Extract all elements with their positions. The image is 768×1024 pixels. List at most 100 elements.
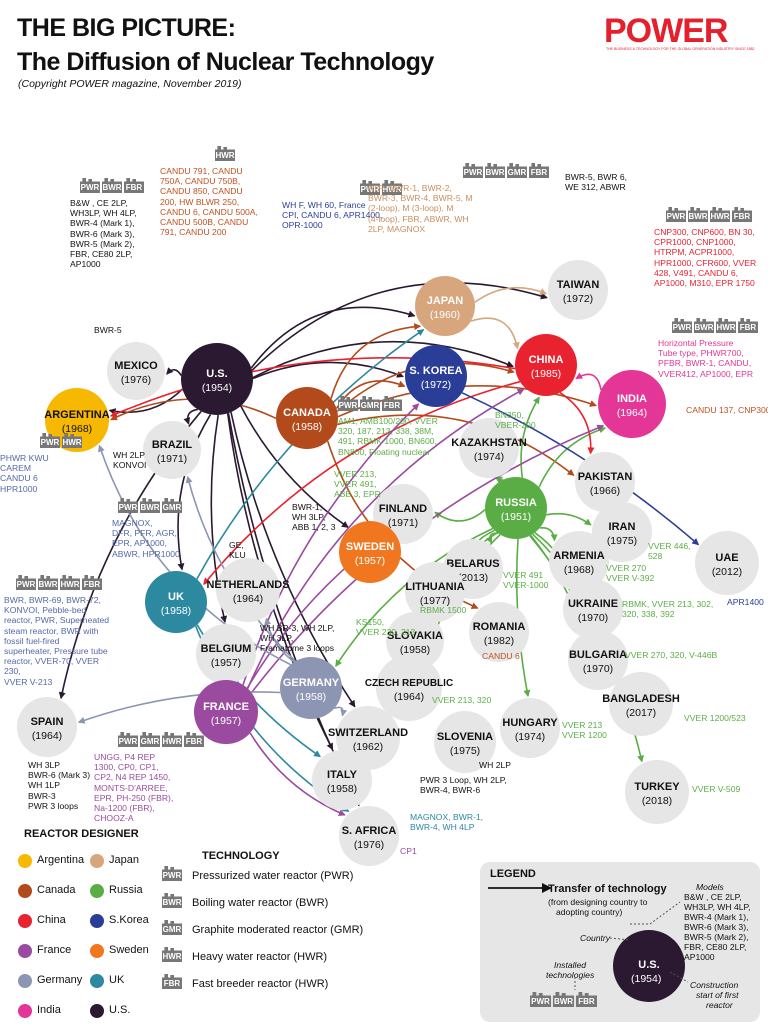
copyright-note: (Copyright POWER magazine, November 2019…: [18, 78, 242, 90]
reactor-box-bwr: BWR: [38, 575, 58, 590]
transfer-arrow-france-to-safrica: [249, 732, 346, 816]
technology-label-fbr: Fast breeder reactor (HWR): [192, 978, 329, 990]
transfer-arrow-russia-to-india: [538, 426, 607, 488]
transfer-arrow-us-to-skorea: [252, 361, 404, 380]
country-name-romania: ROMANIA: [473, 621, 526, 633]
country-node-brazil: BRAZIL(1971): [143, 421, 201, 479]
legend-model-line: BWR-6 (Mark 3),: [684, 922, 749, 932]
reactor-code: HWR: [60, 580, 80, 589]
reactor-icon: [666, 207, 686, 222]
designer-swatch-us: [90, 1004, 104, 1018]
country-year-taiwan: (1972): [563, 293, 593, 305]
tech-line: BWR-3: [28, 790, 56, 801]
reactor-icon: [732, 207, 752, 222]
country-name-czech: CZECH REPUBLIC: [365, 678, 453, 689]
reactor-icon: [184, 732, 204, 747]
reactor-code: HWR: [62, 438, 82, 447]
tech-line: 320, 338, 392: [622, 609, 675, 620]
country-name-safrica: S. AFRICA: [342, 825, 397, 837]
tech-line: RBMK 1500: [420, 605, 467, 615]
country-year-spain: (1964): [32, 730, 62, 742]
tech-line: BWR-4, BWR-6: [420, 785, 481, 796]
reactor-icon: [162, 920, 182, 935]
country-year-china: (1985): [531, 368, 561, 380]
tech-line: VVER 213, 320: [432, 695, 492, 705]
designer-label: Russia: [109, 884, 143, 896]
tech-line: 791, CANDU 200: [160, 227, 227, 238]
designer-label: UK: [109, 974, 125, 986]
tech-line: 750A, CANDU 750B,: [160, 176, 241, 187]
tech-line: CP2, N4 REP 1450,: [94, 772, 171, 783]
transfer-arrow-us-to-sweden: [240, 405, 349, 528]
tech-line: CANDU 850, CANDU: [160, 186, 243, 197]
tech-line: BN350,: [495, 410, 524, 420]
transfer-arrow-germany-to-switzerland: [334, 706, 348, 717]
reactor-icon: [140, 498, 160, 513]
legend-reactor-pwr: PWR: [530, 992, 551, 1007]
transfer-arrow-russia-to-iran: [546, 512, 592, 526]
reactor-icon: [382, 180, 402, 195]
reactor-code: BWR: [553, 997, 574, 1006]
country-name-kazakhstan: KAZAKHSTAN: [451, 437, 527, 449]
country-node-japan: JAPAN(1960): [415, 276, 475, 336]
reactor-code: PWR: [338, 401, 358, 410]
designer-swatch-skorea: [90, 914, 104, 928]
transfer-arrow-germany-to-netherlands: [264, 617, 295, 663]
reactor-code: FBR: [739, 323, 757, 332]
country-name-japan: JAPAN: [427, 295, 464, 307]
country-name-india: INDIA: [617, 393, 647, 405]
country-node-argentina: ARGENTINA(1968): [44, 388, 110, 452]
transfer-arrow-russia-to-armenia: [539, 527, 558, 542]
designer-label: Japan: [109, 854, 139, 866]
reactor-icon: [162, 498, 182, 513]
country-name-uae: UAE: [715, 552, 738, 564]
tech-line: BWR, BWR-69, BWR-72,: [4, 595, 101, 605]
designer-label: India: [37, 1004, 61, 1016]
reactor-code: PWR: [118, 737, 138, 746]
reactor-icon: [529, 163, 549, 178]
country-node-lithuania: LITHUANIA(1977): [405, 562, 465, 622]
reactor-code: BWR: [102, 183, 122, 192]
reactor-code: FBR: [163, 979, 181, 988]
tech-line: VVER 270, 320, V-446B: [625, 650, 718, 660]
transfer-arrow-japan-to-china: [470, 317, 520, 350]
country-node-netherlands: NETHERLANDS(1964): [206, 558, 290, 622]
tech-line: VVER 213: [562, 720, 603, 730]
designer-label: Canada: [37, 884, 76, 896]
tech-line: CANDU 791, CANDU: [160, 166, 243, 176]
reactor-code: GMR: [162, 925, 182, 934]
tech-line: BWR-6 (Mark 3): [28, 770, 91, 781]
tech-line: CHOOZ-A: [94, 813, 134, 824]
reactor-icon: [507, 163, 527, 178]
country-node-bulgaria: BULGARIA(1970): [568, 630, 628, 690]
country-node-belgium: BELGIUM(1957): [196, 624, 256, 684]
tech-line: (2-loop), M (3-loop), M: [368, 203, 454, 214]
reactor-code: PWR: [162, 871, 182, 880]
transfer-arrow-japan-to-taiwan: [474, 287, 548, 304]
reactor-code: BWR: [140, 503, 160, 512]
country-year-slovakia: (1958): [400, 644, 430, 656]
country-year-brazil: (1971): [157, 453, 187, 465]
tech-line: CPI, CANDU 6, APR1400,: [282, 210, 383, 221]
reactor-icon: [162, 947, 182, 962]
reactor-icon: [672, 318, 692, 333]
country-year-kazakhstan: (1974): [474, 451, 504, 463]
tech-line: BWR-3, BWR-4, BWR-5, M: [368, 193, 473, 204]
tech-line: EPR, PH-250 (FBR),: [94, 792, 174, 803]
country-name-ukraine: UKRAINE: [568, 598, 618, 610]
reactor-icon: [102, 178, 122, 193]
tech-line: PHWR KWU: [0, 453, 49, 463]
tech-line: CANDU 6: [0, 473, 38, 484]
tech-line: KS150,: [356, 617, 385, 627]
tech-line: WH 2LP: [479, 760, 511, 770]
tech-line: Tube type, PHWR700,: [658, 348, 744, 359]
legend-installed-label: Installed: [554, 960, 587, 970]
designer-label: Germany: [37, 974, 83, 986]
technology-heading: TECHNOLOGY: [202, 850, 280, 862]
country-year-armenia: (1968): [564, 564, 594, 576]
country-year-belarus: (2013): [458, 572, 488, 584]
reactor-designer-heading: REACTOR DESIGNER: [24, 828, 139, 840]
tech-line: fossil fuel-fired: [4, 635, 60, 646]
country-year-turkey: (2018): [642, 795, 672, 807]
reactor-code: BWR: [162, 898, 182, 907]
